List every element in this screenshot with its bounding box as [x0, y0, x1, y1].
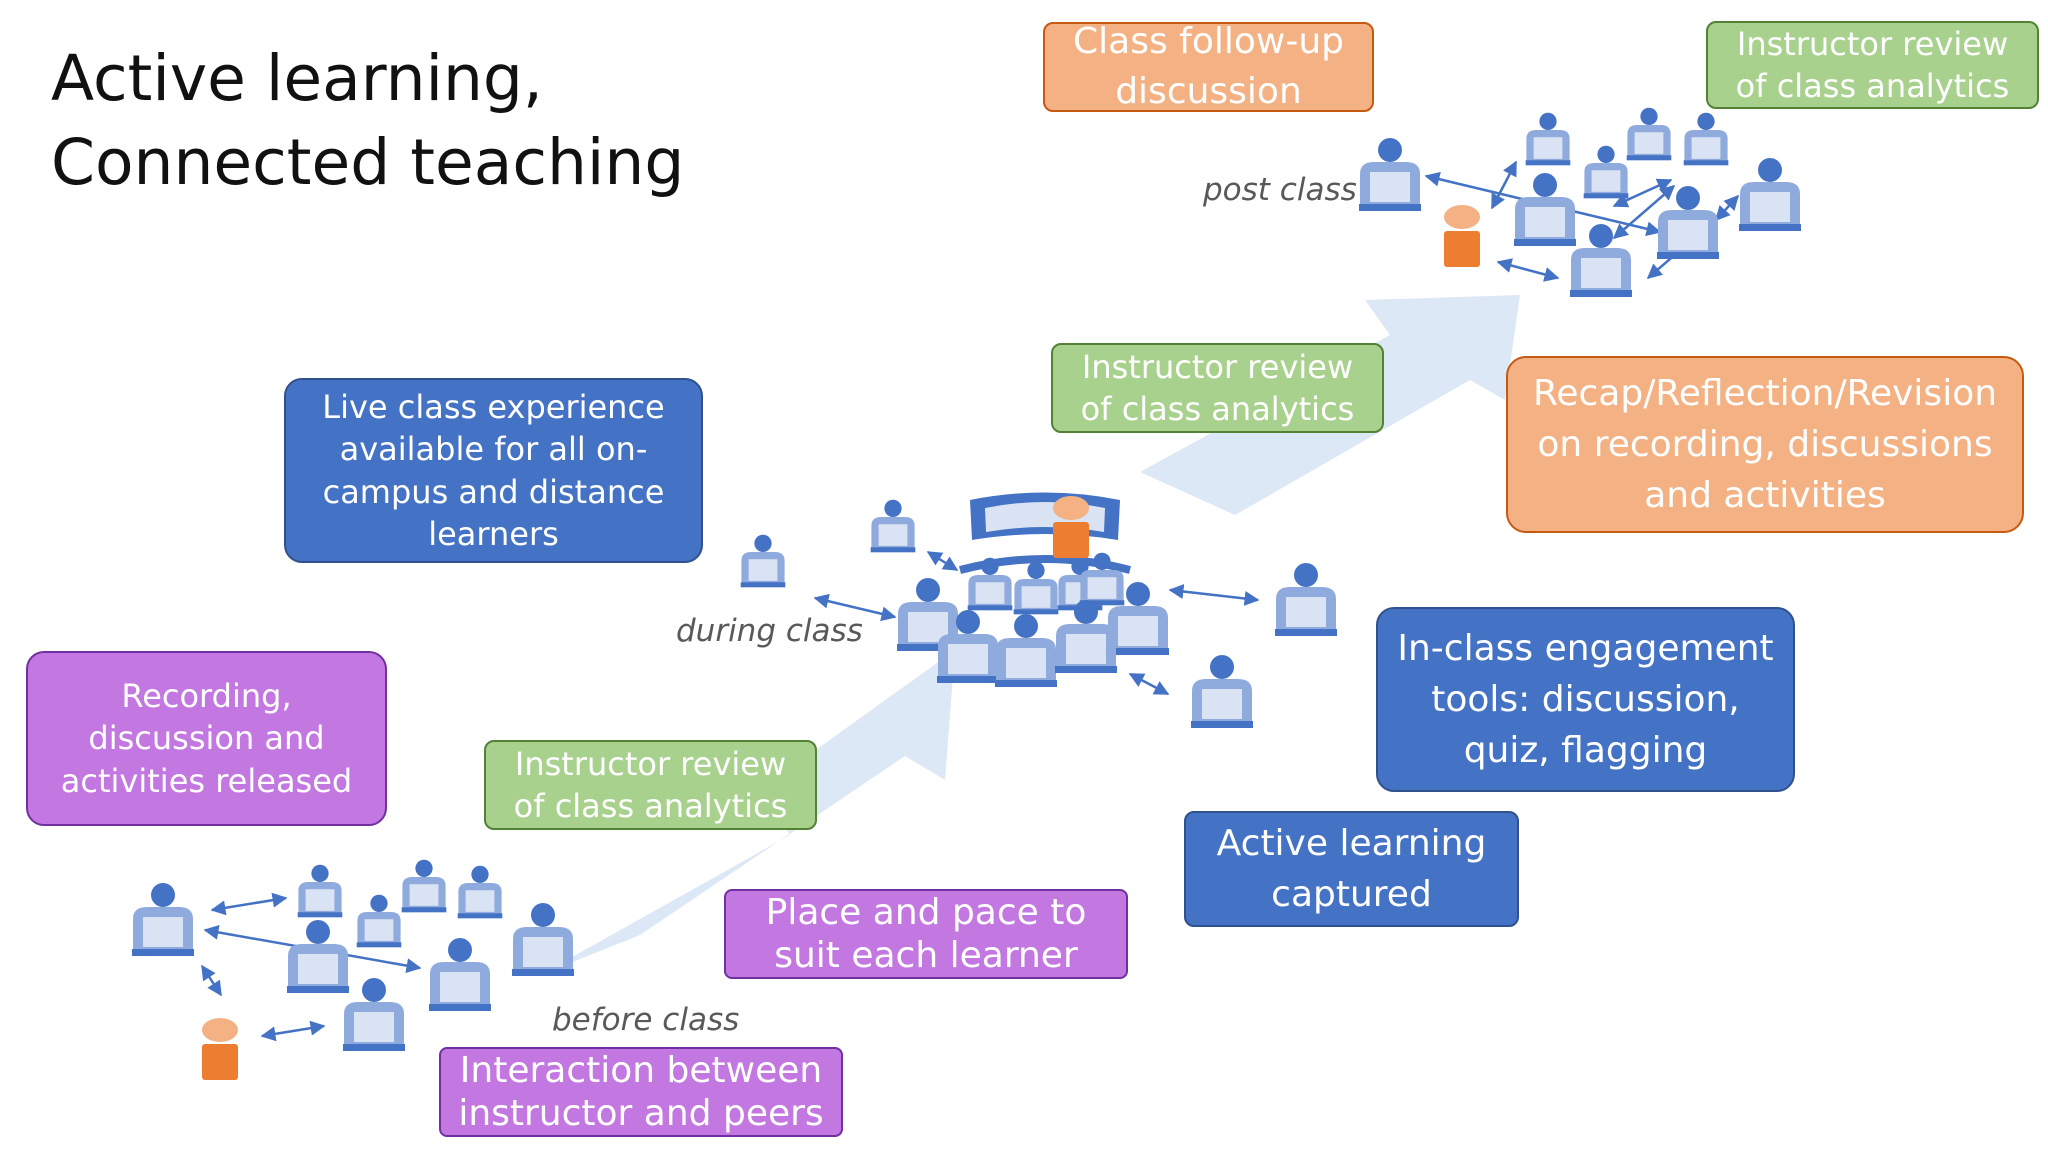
student-icon [995, 614, 1057, 687]
student-icon [1514, 173, 1576, 246]
student-icon [132, 883, 194, 956]
recording-released-box: Recording, discussion and activities rel… [26, 651, 387, 826]
student-icon [297, 864, 343, 918]
arrow-before-to-during [540, 650, 955, 975]
active-learning-captured-box: Active learning captured [1184, 811, 1519, 927]
instructor-icon [202, 1018, 238, 1080]
student-icon [1626, 107, 1672, 161]
post-class-group [1359, 107, 1801, 297]
analytics-review-post-box: Instructor review of class analytics [1706, 21, 2039, 109]
student-icon [287, 920, 349, 993]
phase-label-during: during class [676, 613, 863, 649]
interaction-peers-box: Interaction between instructor and peers [439, 1047, 843, 1137]
instructor-icon [1444, 205, 1480, 267]
student-icon [401, 859, 447, 913]
slide-title-line-1: Active learning, [51, 42, 543, 115]
student-icon [1683, 112, 1729, 166]
phase-label-post: post class [1203, 172, 1357, 208]
place-pace-box: Place and pace to suit each learner [724, 889, 1128, 979]
student-icon [1055, 600, 1117, 673]
student-icon [343, 978, 405, 1051]
recap-reflection-box: Recap/Reflection/Revision on recording, … [1506, 356, 2024, 533]
student-icon [512, 903, 574, 976]
student-icon [1191, 655, 1253, 728]
live-class-box: Live class experience available for all … [284, 378, 703, 563]
student-icon [1739, 158, 1801, 231]
student-icon [1013, 561, 1059, 615]
student-icon [356, 894, 402, 948]
student-icon [1525, 112, 1571, 166]
student-icon [1275, 563, 1337, 636]
student-icon [1657, 186, 1719, 259]
in-class-tools-box: In-class engagement tools: discussion, q… [1376, 607, 1795, 792]
student-icon [870, 499, 916, 553]
student-icon [1359, 138, 1421, 211]
student-icon [429, 938, 491, 1011]
class-follow-up-box: Class follow-up discussion [1043, 22, 1374, 112]
analytics-review-before-box: Instructor review of class analytics [484, 740, 817, 830]
instructor-icon [1053, 496, 1089, 558]
student-icon [1583, 145, 1629, 199]
slide-title-line-2: Connected teaching [51, 126, 685, 199]
student-icon [1570, 224, 1632, 297]
phase-label-before: before class [552, 1002, 740, 1038]
analytics-review-during-box: Instructor review of class analytics [1051, 343, 1384, 433]
student-icon [457, 865, 503, 919]
interaction-arrows [200, 160, 1740, 1042]
student-icon [740, 534, 786, 588]
